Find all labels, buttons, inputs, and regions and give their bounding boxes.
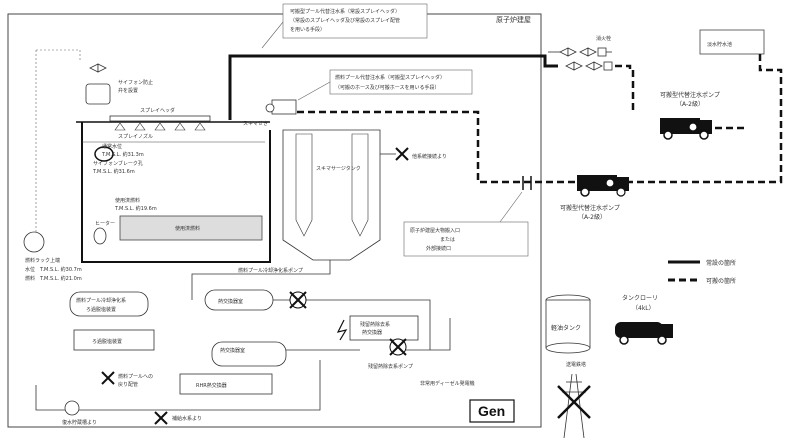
spray-nozzles: [114, 122, 206, 131]
return-note-1: 燃料プールへの: [118, 373, 153, 380]
legend-permanent-label: 常設の箇所: [706, 259, 736, 267]
rhr-hx-box: [349, 315, 419, 341]
tower-x: [557, 385, 591, 419]
siphon-plate-label-2: T.M.S.L. 約31.6m: [92, 168, 135, 175]
level-note-2: 水位 T.M.S.L. 約30.7m: [25, 266, 82, 273]
rhr-room-label: 熱交換器室: [220, 347, 245, 354]
portable-line-right: [627, 54, 783, 184]
tank-lorry-tag: （4kL）: [632, 305, 655, 312]
water-level-label-2: T.M.S.L. 約31.3m: [101, 151, 144, 158]
pump-truck-a2-lower: [577, 175, 629, 197]
fuel-rack: [119, 215, 263, 241]
callout-line-1: 可搬型プール代替注水系（常設スプレイヘッダ）: [290, 8, 400, 15]
spray-nozzle-label: スプレイノズル: [118, 133, 153, 140]
rhr-rb-label: RHR熱交換器: [196, 382, 227, 389]
fuel-top-label-2: T.M.S.L. 約19.6m: [114, 205, 157, 212]
fpc-pump-label: 燃料プール冷却浄化系ポンプ: [238, 267, 303, 274]
fpc-filter-label-1: 燃料プール冷却浄化系: [76, 297, 126, 304]
pump-truck-a2-upper: [660, 118, 712, 140]
transmission-tower: [562, 373, 586, 439]
tower-label: 送電鉄塔: [566, 361, 586, 368]
hydrant-label: 消火栓: [596, 35, 611, 42]
fpc-filter-label-2: ろ過脱塩装置: [86, 306, 116, 313]
pump-a2b-label: 可搬型代替注水ポンプ: [560, 204, 620, 212]
water-source-tank: [699, 29, 765, 55]
callout-line-2: （常設のスプレイヘッダ及び常設のスプレイ配管: [290, 17, 400, 24]
level-gauge: [23, 231, 45, 253]
penetration-line-3: 外部接続口: [426, 245, 451, 252]
isolation-x-lower: [101, 371, 168, 425]
rhr-rb-box: [179, 373, 273, 395]
tank-lorry: [615, 322, 673, 345]
rhr-pump-label: 残留熱除去系ポンプ: [368, 363, 413, 370]
flow-gauge: [64, 400, 80, 416]
water-level-label-1: 通常水位: [102, 143, 122, 150]
heat-exchanger-room: [204, 289, 274, 311]
spray-header: [109, 115, 211, 122]
fpc-hx-label: 熱交換器室: [218, 298, 243, 305]
siphon-note-1: サイフォン防止: [118, 79, 153, 86]
fuel-pool: [81, 122, 271, 263]
pump-a2-label: 可搬型代替注水ポンプ: [660, 91, 720, 99]
lower-valve-group: [565, 61, 613, 71]
building-label: 原子炉建屋: [496, 15, 531, 24]
gen-label: Gen: [478, 403, 505, 419]
portable-line-main: [297, 110, 575, 184]
permanent-main-line: [228, 54, 558, 120]
isolation-x-upper: [395, 147, 409, 161]
callout-line-3: を用いる手段）: [290, 26, 325, 33]
skimmer-label: スキマせき: [243, 120, 268, 127]
spray-header-callout: [282, 3, 428, 39]
legend-note: 非常用ディーゼル発電機: [420, 380, 475, 387]
portable-callout-line-1: 燃料プール代替注水系（可搬型スプレイヘッダ）: [335, 74, 445, 81]
pump-a2b-tag: （A-2級）: [578, 213, 606, 221]
siphon-valves: [85, 63, 111, 105]
level-note-3: 燃料 T.M.S.L. 約21.0m: [25, 275, 82, 282]
from-nsw-label: 復水貯蔵槽より: [62, 419, 97, 426]
pump-a2-tag: （A-2級）: [676, 100, 704, 108]
other-system-label: 他系統接続より: [412, 153, 447, 160]
penetration-line-2: または: [440, 237, 455, 243]
siphon-break-marker: [94, 146, 114, 162]
penetration-line-1: 原子炉建屋大物搬入口: [410, 227, 460, 234]
heater-label: ヒーター: [95, 220, 115, 227]
reactor-building-outline: [7, 13, 542, 428]
fpc-filter: [69, 291, 149, 317]
spray-header-label: スプレイヘッダ: [140, 107, 175, 114]
fuel-top-label-1: 使用済燃料: [115, 197, 140, 204]
portable-callout-line-2: （可搬のホース及び可搬ホースを用いる手段）: [335, 84, 440, 91]
light-oil-tank: [545, 294, 591, 354]
skimmer-tank-label: スキマサージタンク: [316, 165, 361, 172]
light-oil-tank-label: 軽油タンク: [551, 324, 581, 332]
fpc-clean-label: ろ過脱塩装置: [92, 338, 122, 345]
legend-portable-label: 可搬の箇所: [706, 277, 736, 285]
level-note-1: 燃料ラック上端: [25, 257, 60, 264]
return-note-2: 戻り配管: [118, 381, 138, 388]
fuel-rack-label: 使用済燃料: [175, 225, 200, 232]
tank-lorry-label: タンクローリ: [622, 294, 658, 302]
top-valve-group: [559, 47, 612, 57]
fpc-cleanup: [73, 329, 155, 351]
portable-callout: [329, 69, 473, 95]
gen-box: [469, 399, 515, 423]
portable-spray-header: [271, 99, 297, 115]
siphon-note-2: 弁を設置: [118, 87, 138, 94]
water-source-label: 淡水貯水池: [707, 41, 732, 48]
rhr-room: [211, 341, 287, 367]
makeup-label: 補給水系より: [172, 415, 202, 422]
rhr-hx-label-1: 残留熱除去系: [360, 321, 390, 328]
penetration-callout: [403, 221, 529, 257]
siphon-plate-label: サイフォンブレーク孔: [93, 160, 143, 167]
rhr-hx-label-2: 熱交換器: [362, 329, 382, 336]
